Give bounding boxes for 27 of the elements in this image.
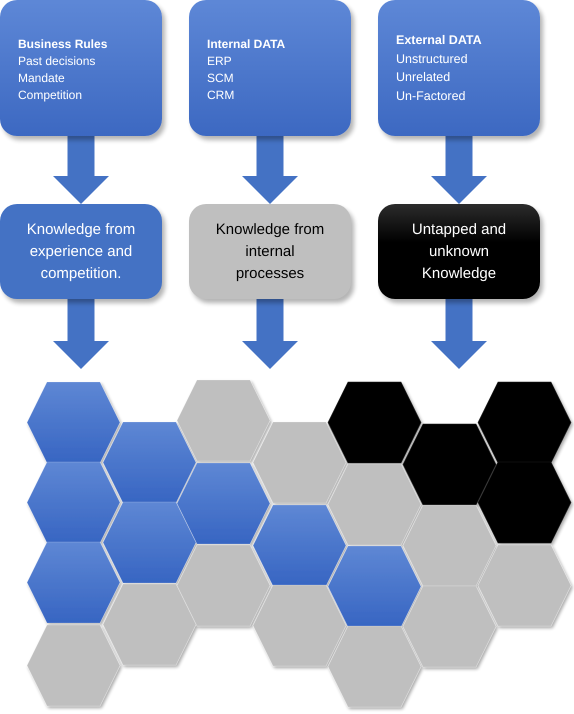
data-source-panel (189, 0, 351, 136)
label-text: Untapped and unknown Knowledge (410, 220, 508, 284)
heading-text: External DATA (396, 32, 482, 49)
data-source-panel (0, 0, 162, 136)
block-arrow (242, 299, 298, 369)
label-text: Knowledge from experience and competition. (26, 220, 136, 284)
data-source-panel (378, 0, 540, 136)
list-item-text: Competition (18, 87, 82, 104)
list-item-text: ERP (207, 53, 232, 70)
block-arrow (242, 136, 298, 204)
list-item-text: CRM (207, 87, 234, 104)
list-item-text: Un-Factored (396, 88, 466, 104)
list-item-text: Past decisions (18, 53, 96, 70)
list-item-text: SCM (207, 70, 234, 87)
block-arrow (431, 299, 487, 369)
block-arrow (53, 136, 109, 204)
heading-text: Business Rules (18, 36, 108, 53)
block-arrow (431, 136, 487, 204)
knowledge-panel (378, 204, 540, 299)
knowledge-panel (0, 204, 162, 299)
heading-text: Internal DATA (207, 36, 286, 53)
list-item-text: Unstructured (396, 50, 468, 68)
knowledge-panel (189, 204, 351, 299)
list-item-text: Mandate (18, 70, 65, 87)
list-item-text: Unrelated (396, 69, 450, 86)
label-text: Knowledge from internal processes (214, 220, 326, 284)
block-arrow (53, 299, 109, 369)
